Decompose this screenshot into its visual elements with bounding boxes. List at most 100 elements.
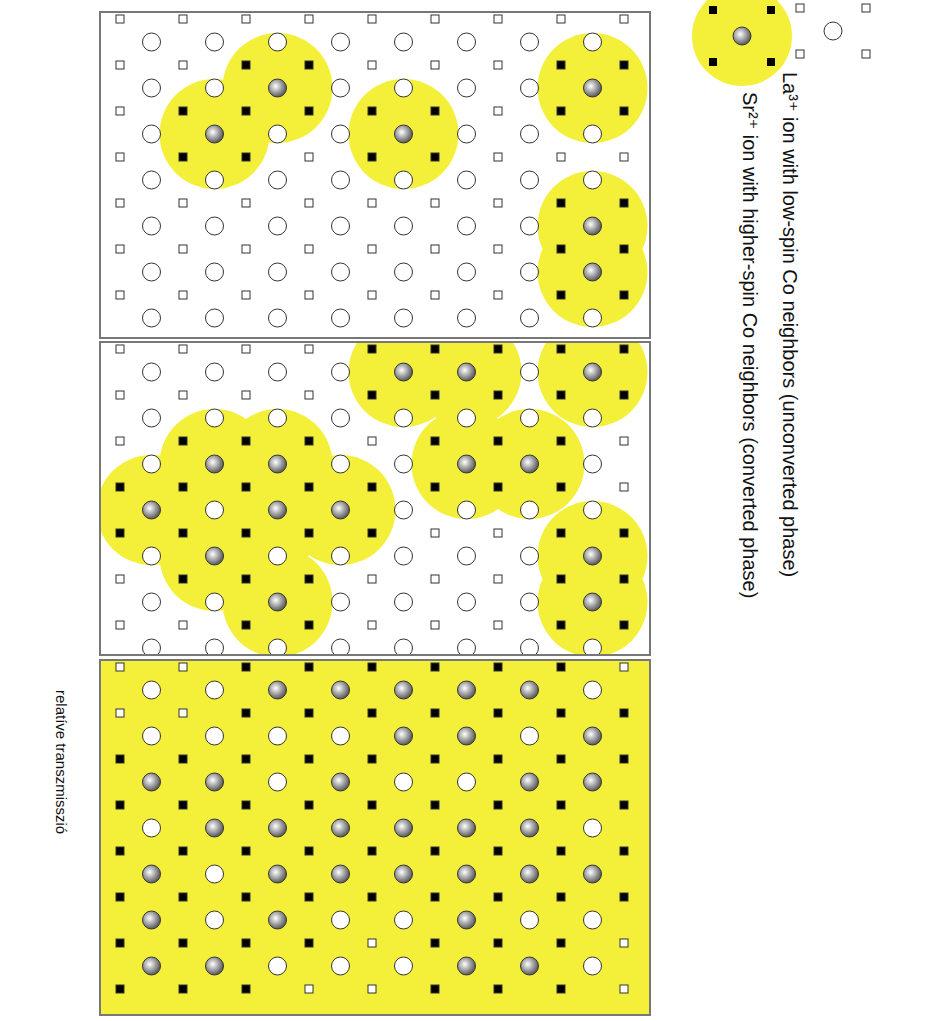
- sr-circle: [206, 773, 224, 791]
- sr-circle: [458, 819, 476, 837]
- co-square: [494, 709, 502, 717]
- sr-circle: [458, 727, 476, 745]
- co-square: [431, 391, 439, 399]
- la-circle: [269, 171, 287, 189]
- co-square: [242, 755, 250, 763]
- co-square: [557, 107, 565, 115]
- co-square: [305, 621, 313, 629]
- co-square: [242, 437, 250, 445]
- co-square: [494, 985, 502, 993]
- sr-circle: [458, 911, 476, 929]
- co-square: [557, 621, 565, 629]
- la-circle: [458, 547, 476, 565]
- co-square: [431, 939, 439, 947]
- co-square: [242, 345, 250, 353]
- la-circle: [458, 409, 476, 427]
- la-circle: [143, 363, 161, 381]
- co-square: [305, 291, 313, 299]
- co-square: [431, 483, 439, 491]
- la-circle: [143, 171, 161, 189]
- co-square: [179, 107, 187, 115]
- sr-circle: [395, 125, 413, 143]
- la-circle: [584, 125, 602, 143]
- co-square: [494, 893, 502, 901]
- la-circle: [521, 593, 539, 611]
- co-square: [557, 801, 565, 809]
- sr-circle: [584, 217, 602, 235]
- co-square: [368, 291, 376, 299]
- co-square: [494, 15, 502, 23]
- sr-circle: [584, 79, 602, 97]
- la-circle: [269, 309, 287, 327]
- co-square: [767, 6, 775, 14]
- sr-circle: [143, 911, 161, 929]
- la-circle: [584, 911, 602, 929]
- sr-highlight: [538, 342, 648, 427]
- la-circle: [143, 33, 161, 51]
- co-square: [305, 107, 313, 115]
- co-square: [242, 663, 250, 671]
- co-square: [431, 621, 439, 629]
- sr-circle: [584, 773, 602, 791]
- co-square: [368, 529, 376, 537]
- co-square: [494, 529, 502, 537]
- sr-circle: [584, 263, 602, 281]
- co-square: [767, 58, 775, 66]
- sr-highlight: [223, 547, 333, 655]
- la-circle: [395, 309, 413, 327]
- sr-circle: [206, 125, 224, 143]
- la-circle: [824, 22, 842, 40]
- la-circle: [269, 957, 287, 975]
- la-circle: [332, 79, 350, 97]
- co-square: [494, 107, 502, 115]
- co-square: [368, 345, 376, 353]
- co-square: [179, 663, 187, 671]
- la-circle: [395, 773, 413, 791]
- la-circle: [332, 363, 350, 381]
- lattice-panel: [97, 317, 651, 657]
- co-square: [242, 107, 250, 115]
- co-square: [305, 437, 313, 445]
- panel-border: [100, 12, 650, 338]
- sr-circle: [395, 819, 413, 837]
- la-circle: [332, 727, 350, 745]
- co-square: [709, 6, 717, 14]
- la-circle: [206, 33, 224, 51]
- sr-highlight: [538, 547, 648, 655]
- la-circle: [521, 79, 539, 97]
- la-circle: [206, 263, 224, 281]
- co-square: [242, 245, 250, 253]
- la-circle: [458, 33, 476, 51]
- panel-content: [100, 660, 650, 1015]
- legend-text: Sr²⁺ ion with higher-spin Co neighbors (…: [738, 92, 762, 598]
- la-circle: [395, 957, 413, 975]
- co-square: [431, 985, 439, 993]
- co-square: [557, 437, 565, 445]
- la-circle: [332, 33, 350, 51]
- co-square: [431, 345, 439, 353]
- la-circle: [143, 217, 161, 235]
- co-square: [620, 755, 628, 763]
- la-circle: [143, 727, 161, 745]
- co-square: [116, 391, 124, 399]
- la-circle: [395, 639, 413, 655]
- co-square: [368, 107, 376, 115]
- la-circle: [395, 547, 413, 565]
- co-square: [494, 291, 502, 299]
- co-square: [116, 437, 124, 445]
- co-square: [179, 199, 187, 207]
- la-circle: [395, 911, 413, 929]
- sr-circle: [269, 911, 287, 929]
- la-circle: [584, 455, 602, 473]
- co-square: [242, 15, 250, 23]
- sr-circle: [521, 681, 539, 699]
- panel-ground: [100, 12, 650, 338]
- co-square: [242, 985, 250, 993]
- co-square: [494, 391, 502, 399]
- sr-circle: [521, 865, 539, 883]
- co-square: [116, 199, 124, 207]
- co-square: [368, 153, 376, 161]
- la-circle: [332, 125, 350, 143]
- co-square: [116, 345, 124, 353]
- la-circle: [206, 171, 224, 189]
